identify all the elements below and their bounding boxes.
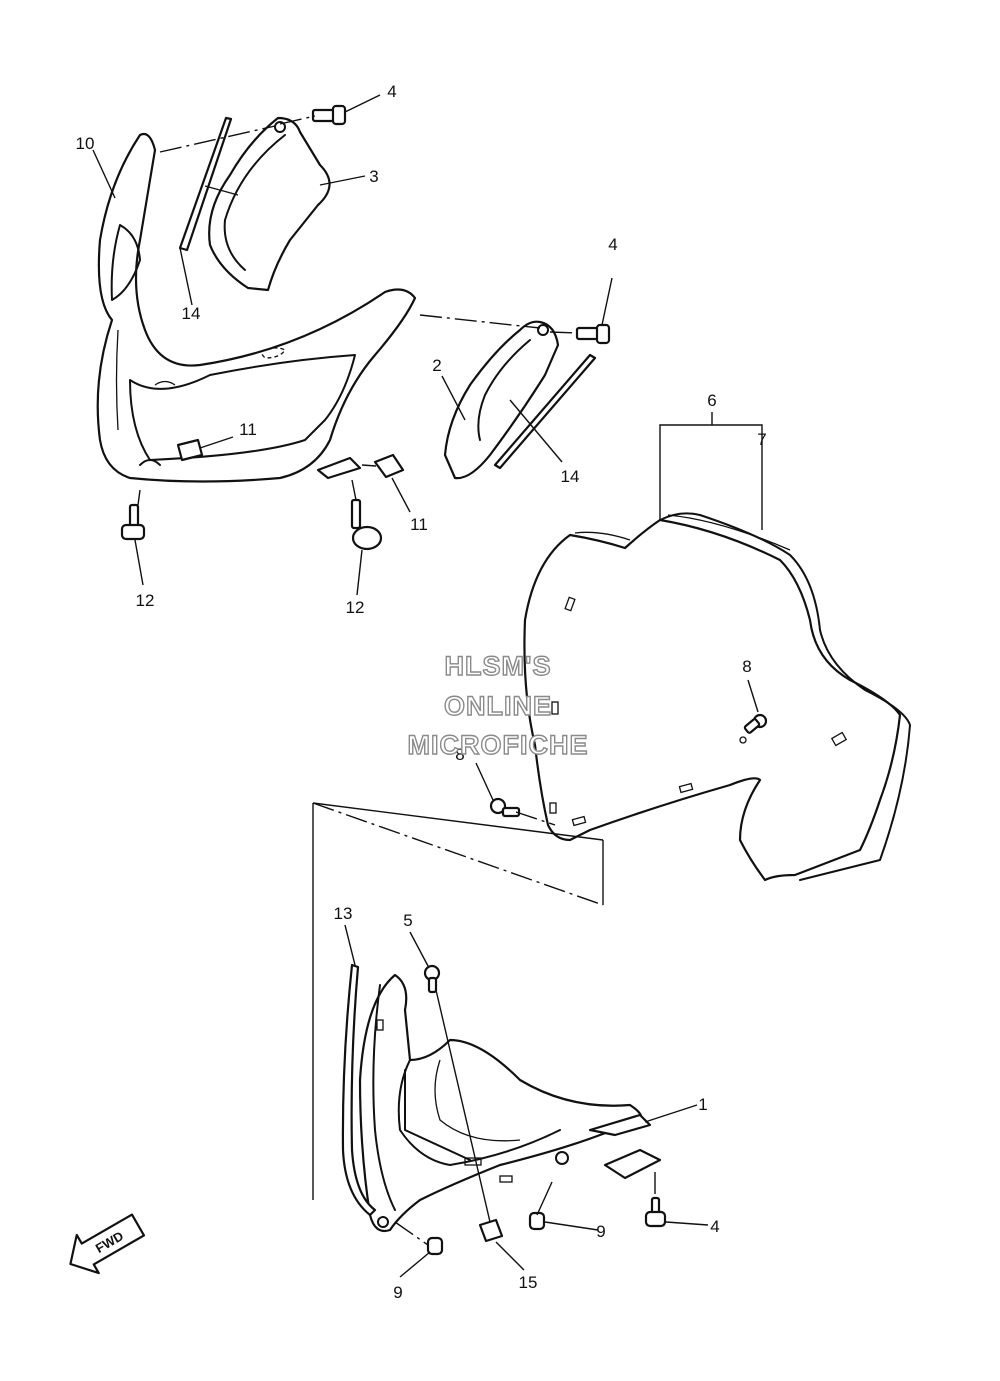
front-cowling-part-10	[96, 132, 417, 483]
callout-13: 13	[334, 904, 353, 923]
screw-part-12-left	[120, 503, 146, 541]
callout-labels: 4 3 10 14 4 2 14 11 11 12 12 6 7 8 8 13 …	[76, 82, 767, 1302]
callout-9-right: 9	[596, 1222, 605, 1241]
watermark-line-2: ONLINE	[444, 691, 552, 721]
callout-3: 3	[369, 167, 378, 186]
callout-4-upper: 4	[387, 82, 396, 101]
callout-4-middle: 4	[608, 235, 617, 254]
callout-12-right: 12	[346, 598, 365, 617]
callout-6: 6	[707, 391, 716, 410]
collar-part-9-right	[528, 1211, 546, 1231]
callout-10: 10	[76, 134, 95, 153]
windshield-part-6	[523, 512, 911, 882]
clip-part-15	[478, 1218, 504, 1243]
air-duct-part-3	[208, 116, 331, 292]
seal-strip-part-14-right	[493, 353, 597, 470]
watermark-line-1: HLSM'S	[445, 651, 552, 681]
bolt-part-4-lower	[644, 1196, 667, 1228]
watermark-line-3: MICROFICHE	[408, 730, 589, 760]
screw-part-5	[423, 964, 441, 994]
leader-lines	[92, 94, 763, 1278]
seal-strip-part-14	[178, 116, 233, 252]
inner-panel-part-1	[358, 973, 662, 1233]
callout-11-right: 11	[410, 515, 428, 534]
callout-5: 5	[403, 911, 412, 930]
callout-7: 7	[757, 430, 766, 449]
watermark: HLSM'S ONLINE MICROFICHE	[407, 650, 589, 760]
molding-strip-part-13	[341, 963, 377, 1217]
callout-8-right: 8	[742, 657, 751, 676]
callout-12-left: 12	[136, 591, 155, 610]
screw-part-8-right	[739, 713, 768, 744]
callout-2: 2	[432, 356, 441, 375]
callout-15: 15	[519, 1273, 538, 1292]
bolt-part-4-upper	[311, 104, 347, 126]
air-duct-part-2	[443, 320, 560, 480]
callout-1: 1	[698, 1095, 707, 1114]
callout-11-left: 11	[239, 420, 257, 439]
callout-14-upper: 14	[182, 304, 201, 323]
collar-part-9-left	[426, 1236, 444, 1256]
callout-8-left: 8	[455, 745, 464, 764]
clip-part-11	[373, 453, 405, 479]
bolt-part-4-middle	[575, 323, 611, 345]
screw-part-12-right	[350, 498, 383, 551]
callout-14-lower: 14	[561, 467, 580, 486]
screw-part-8-left	[489, 797, 521, 818]
callout-9-left: 9	[393, 1283, 402, 1302]
callout-4-lower: 4	[710, 1217, 719, 1236]
forward-direction-arrow-icon: FWD	[69, 1213, 146, 1275]
